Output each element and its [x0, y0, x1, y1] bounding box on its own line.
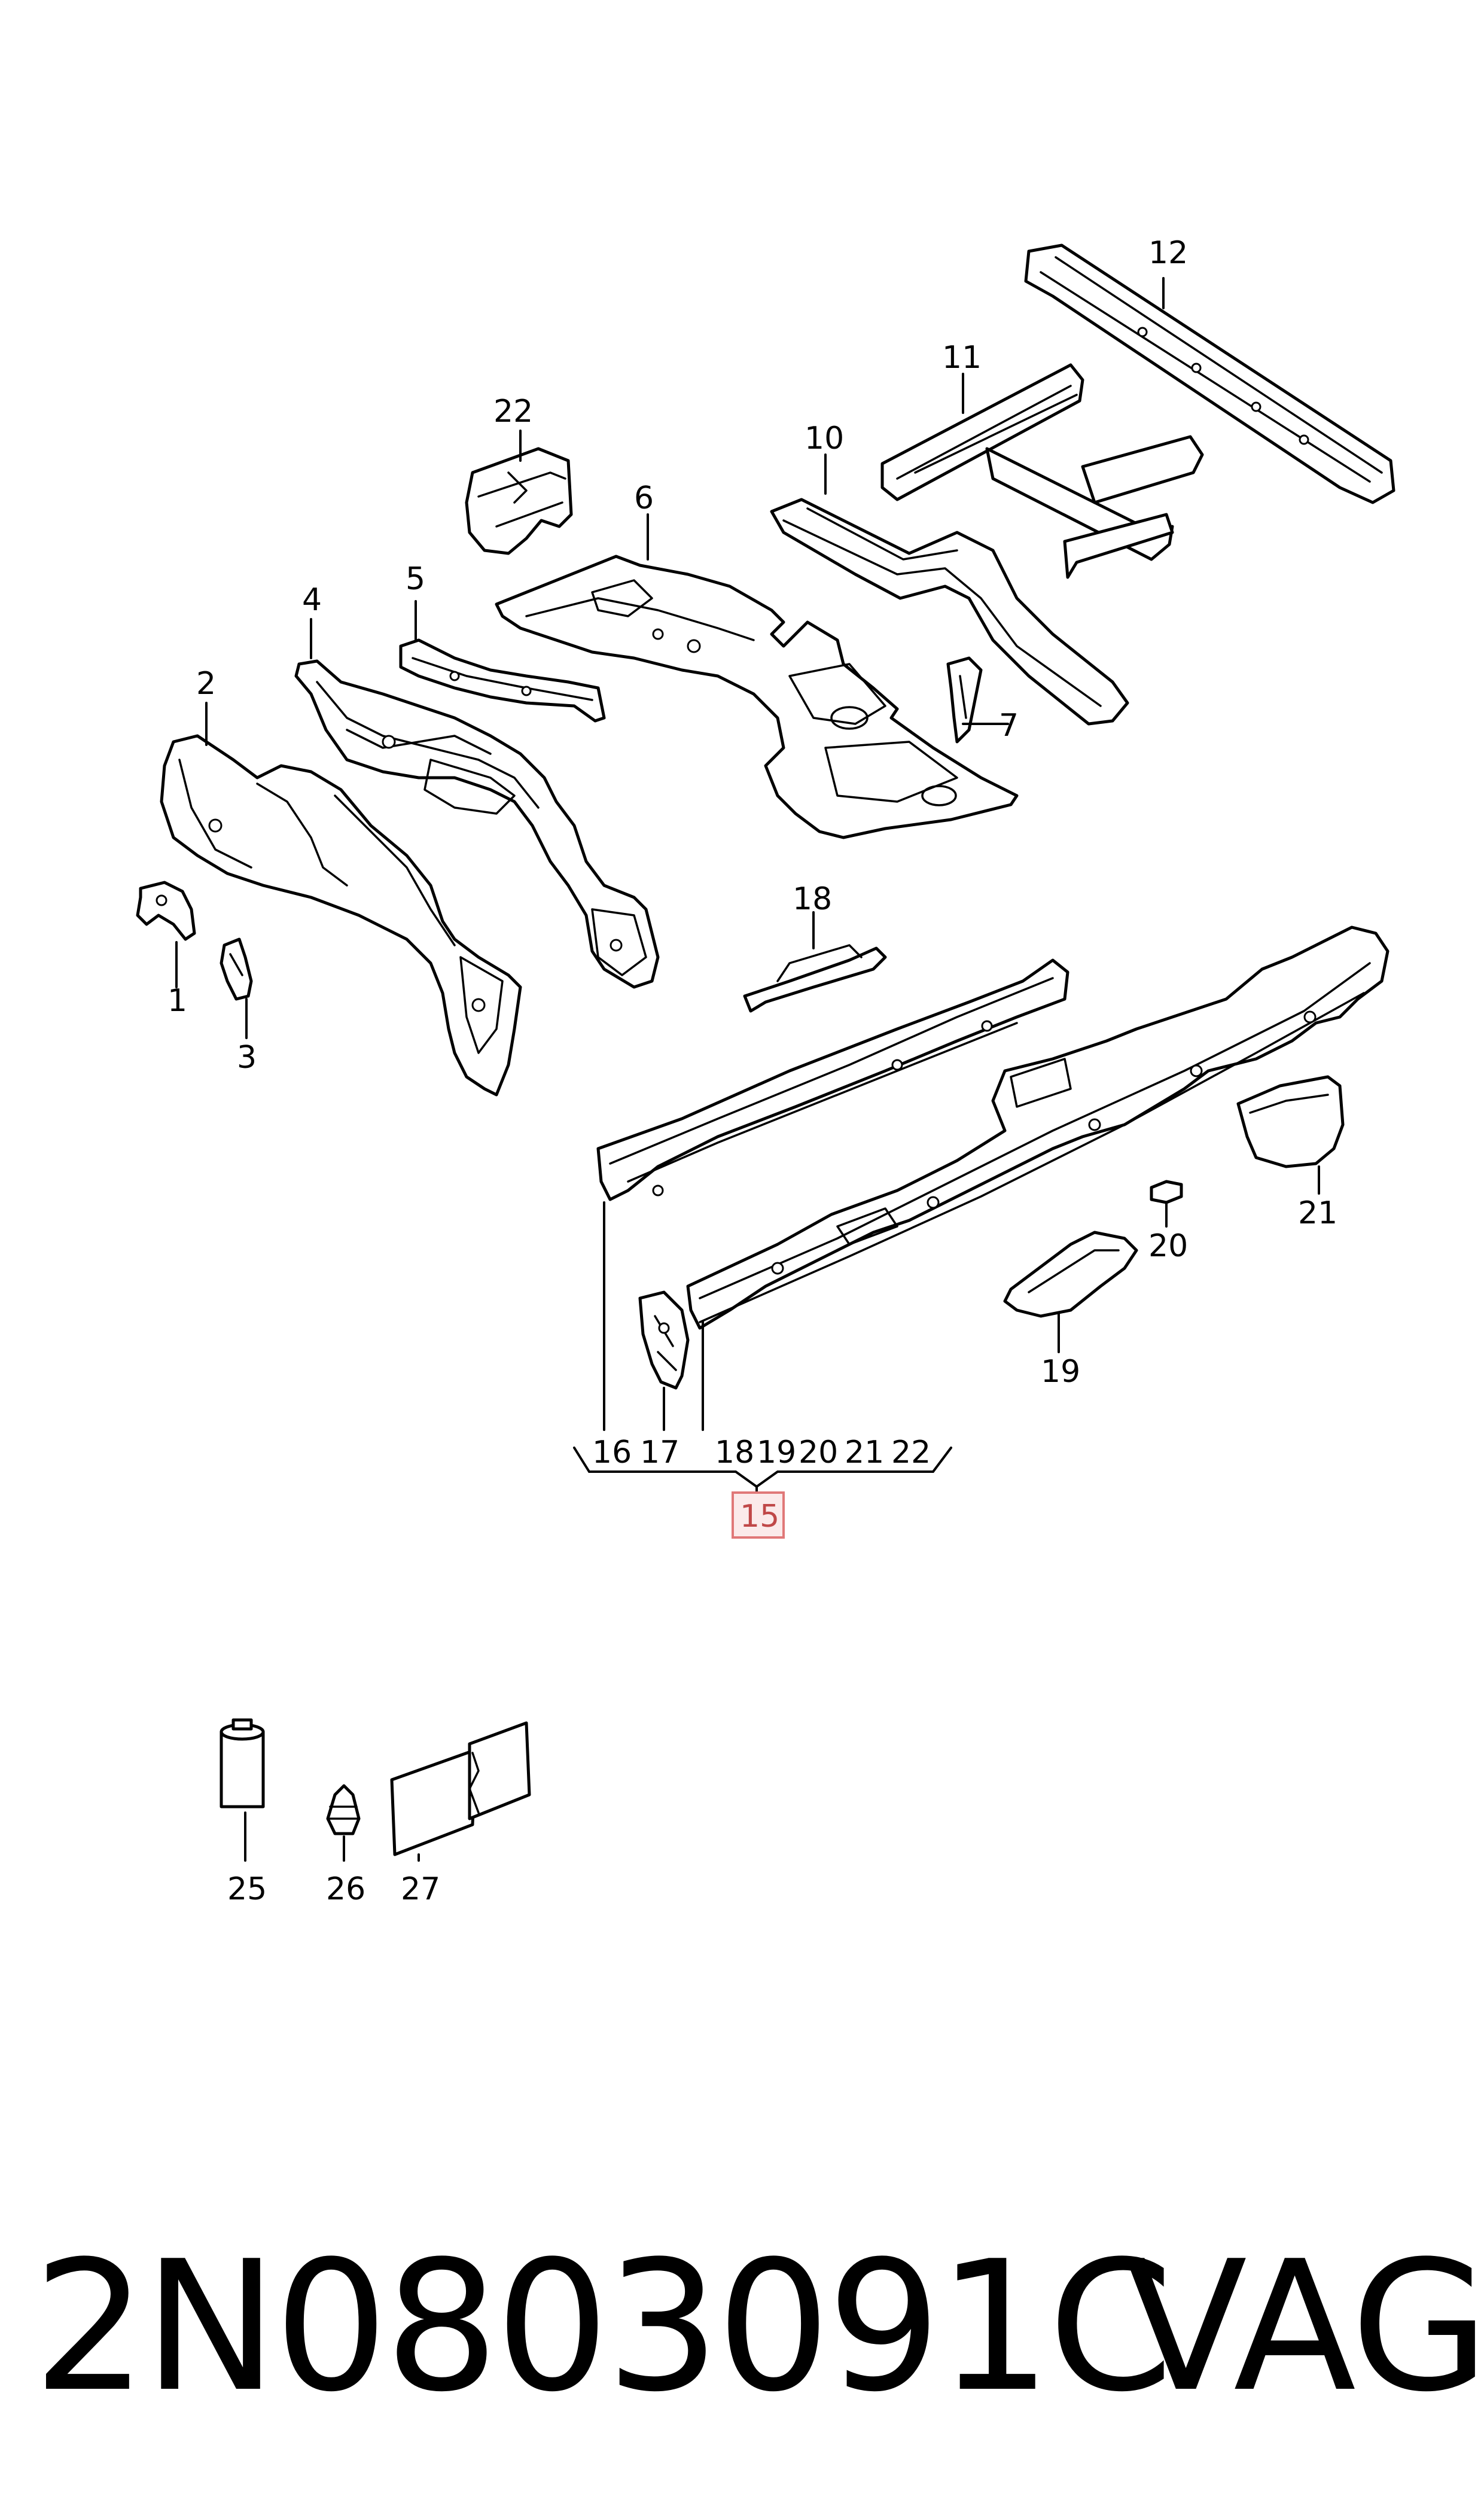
part-2 — [160, 734, 522, 1097]
callout-19: 19 — [1041, 1354, 1080, 1390]
callout-5: 5 — [406, 561, 425, 597]
part-5 — [399, 638, 606, 723]
callout-18-top: 18 — [793, 881, 832, 917]
part-20 — [1150, 1180, 1183, 1204]
callout-11: 11 — [942, 340, 982, 376]
callout-6: 6 — [634, 480, 654, 516]
group-15-label: 15 — [732, 1491, 785, 1539]
callout-1: 1 — [167, 983, 187, 1019]
group-15-text: 15 — [740, 1499, 779, 1534]
callout-2: 2 — [196, 666, 216, 702]
part-25 — [220, 1718, 265, 1808]
part-7 — [946, 656, 983, 744]
part-main-member — [686, 925, 1389, 1330]
callout-labels: 12 11 10 22 6 7 5 4 2 1 3 18 19 20 21 25… — [167, 235, 1337, 1907]
part-3 — [220, 937, 253, 1001]
callout-20: 20 — [1148, 1228, 1188, 1264]
parts-diagram: 12 11 10 22 6 7 5 4 2 1 3 18 19 20 21 25… — [136, 235, 1395, 1907]
part-6 — [495, 555, 1019, 839]
part-21 — [1236, 1075, 1345, 1168]
callout-7: 7 — [999, 708, 1019, 744]
group-member-21: 21 — [845, 1435, 884, 1470]
part-26 — [326, 1784, 361, 1835]
callout-26: 26 — [326, 1871, 365, 1907]
brand-label: VAG — [1125, 2222, 1484, 2431]
group-member-18: 18 — [715, 1435, 754, 1470]
part-16 — [596, 958, 1069, 1201]
part-22 — [465, 447, 573, 555]
group-15-members: 16 17 18 19 20 21 22 — [592, 1435, 931, 1470]
part-18 — [743, 944, 887, 1013]
part-1 — [136, 881, 196, 941]
group-member-16: 16 — [592, 1435, 632, 1470]
callout-4: 4 — [302, 582, 322, 618]
callout-25: 25 — [227, 1871, 267, 1907]
callout-3: 3 — [237, 1040, 257, 1076]
part-11 — [880, 363, 1204, 579]
part-12 — [1024, 243, 1395, 504]
callout-27: 27 — [401, 1871, 440, 1907]
part-10 — [770, 498, 1129, 726]
group-member-22: 22 — [891, 1435, 931, 1470]
callout-22-top: 22 — [493, 394, 533, 430]
callout-10: 10 — [805, 421, 844, 456]
group-member-19: 19 — [757, 1435, 796, 1470]
part-number: 2N0803091C — [33, 2222, 1174, 2431]
part-19 — [1003, 1231, 1138, 1318]
group-member-20: 20 — [799, 1435, 838, 1470]
callout-12: 12 — [1148, 235, 1188, 271]
callout-21: 21 — [1298, 1195, 1337, 1231]
group-member-17: 17 — [640, 1435, 679, 1470]
part-17 — [638, 1290, 690, 1390]
part-27 — [390, 1721, 531, 1856]
part-4 — [294, 659, 660, 989]
leader-lines — [175, 277, 1320, 1862]
